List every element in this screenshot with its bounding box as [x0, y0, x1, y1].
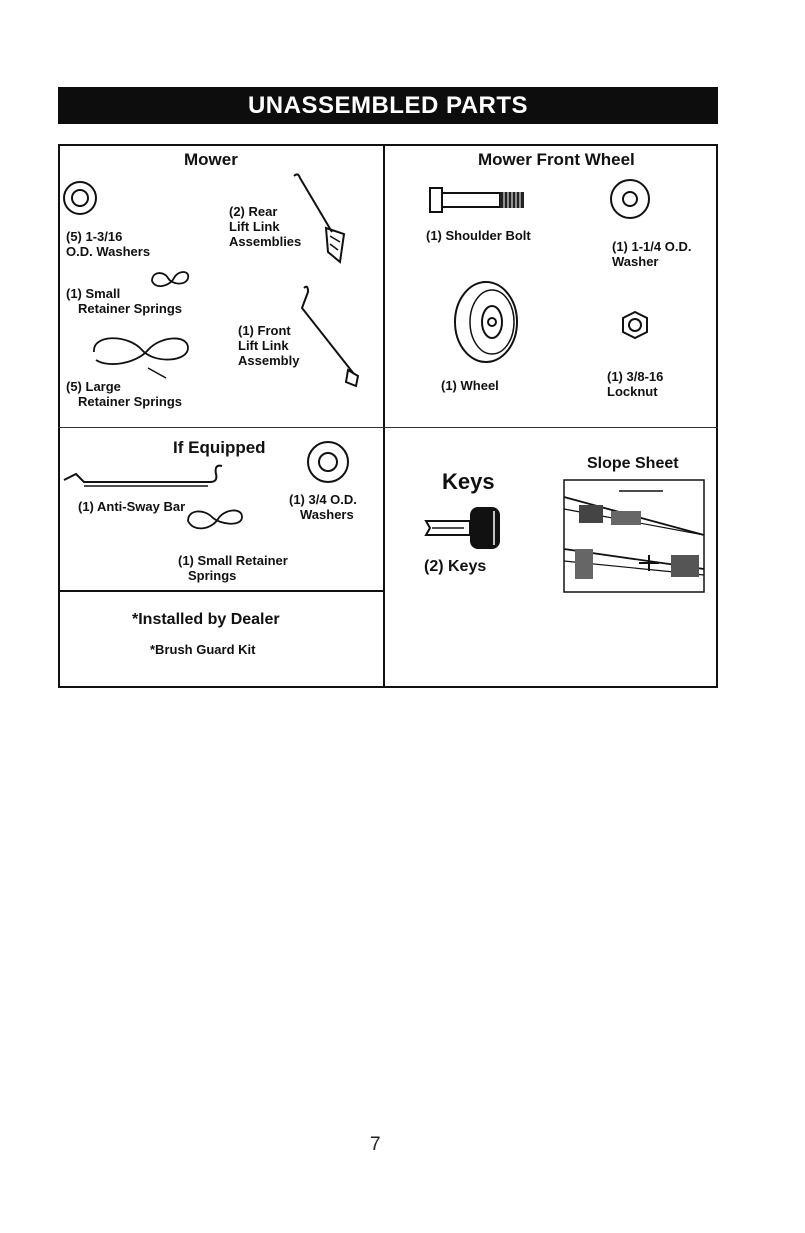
front-link-label-3: Assembly	[238, 353, 300, 368]
small-springs-label-2: Retainer Springs	[78, 301, 183, 316]
mower-heading: Mower	[184, 150, 238, 169]
small-springs-label-1: (1) Small	[66, 286, 121, 301]
slope-sheet-illustration	[563, 479, 705, 593]
anti-sway-bar-label: (1) Anti-Sway Bar	[78, 499, 186, 514]
keys-heading: Keys	[442, 469, 495, 494]
shoulder-bolt-label: (1) Shoulder Bolt	[426, 228, 531, 243]
page-number: 7	[370, 1134, 381, 1155]
slope-sheet-heading: Slope Sheet	[587, 455, 679, 472]
dealer-heading: *Installed by Dealer	[132, 611, 280, 628]
small-spring-icon	[151, 271, 190, 288]
locknut-icon	[622, 310, 648, 340]
wheel-washer-label-1: (1) 1-1/4 O.D.	[612, 239, 692, 254]
front-link-label-1: (1) Front	[238, 323, 291, 338]
section-banner: UNASSEMBLED PARTS	[58, 87, 718, 124]
if-equipped-heading: If Equipped	[173, 438, 266, 457]
row-divider-left	[58, 590, 384, 592]
washer-icon	[63, 181, 97, 215]
equipped-washers-label-1: (1) 3/4 O.D.	[289, 492, 357, 507]
front-link-label-2: Lift Link	[238, 338, 289, 353]
parts-table	[58, 144, 718, 688]
large-springs-label-2: Retainer Springs	[78, 394, 183, 409]
large-spring-icon	[93, 337, 189, 379]
key-icon	[424, 507, 500, 549]
equipped-washer-icon	[307, 441, 349, 483]
wheel-icon	[454, 281, 518, 363]
equipped-washers-label-2: Washers	[300, 507, 354, 522]
rear-link-label-1: (2) Rear	[229, 204, 278, 219]
dealer-item: *Brush Guard Kit	[150, 642, 256, 657]
front-wheel-heading: Mower Front Wheel	[478, 150, 635, 169]
front-lift-link-icon	[300, 285, 360, 388]
locknut-label-1: (1) 3/8-16	[607, 369, 664, 384]
rear-link-label-2: Lift Link	[229, 219, 280, 234]
wheel-washer-icon	[610, 179, 650, 219]
mower-washers-label-1: (5) 1-3/16	[66, 229, 123, 244]
locknut-label-2: Locknut	[607, 384, 658, 399]
mower-washers-label-2: O.D. Washers	[66, 244, 151, 259]
column-divider	[383, 144, 385, 688]
rear-lift-link-icon	[293, 173, 346, 264]
wheel-washer-label-2: Washer	[612, 254, 659, 269]
equipped-spring-icon	[187, 509, 243, 530]
wheel-label: (1) Wheel	[441, 378, 499, 393]
large-springs-label-1: (5) Large	[66, 379, 121, 394]
row-divider-top	[58, 427, 718, 428]
keys-label: (2) Keys	[424, 558, 487, 575]
anti-sway-bar-icon	[63, 464, 223, 487]
equipped-springs-label-1: (1) Small Retainer	[178, 553, 288, 568]
equipped-springs-label-2: Springs	[188, 568, 237, 583]
rear-link-label-3: Assemblies	[229, 234, 302, 249]
shoulder-bolt-icon	[429, 187, 524, 213]
